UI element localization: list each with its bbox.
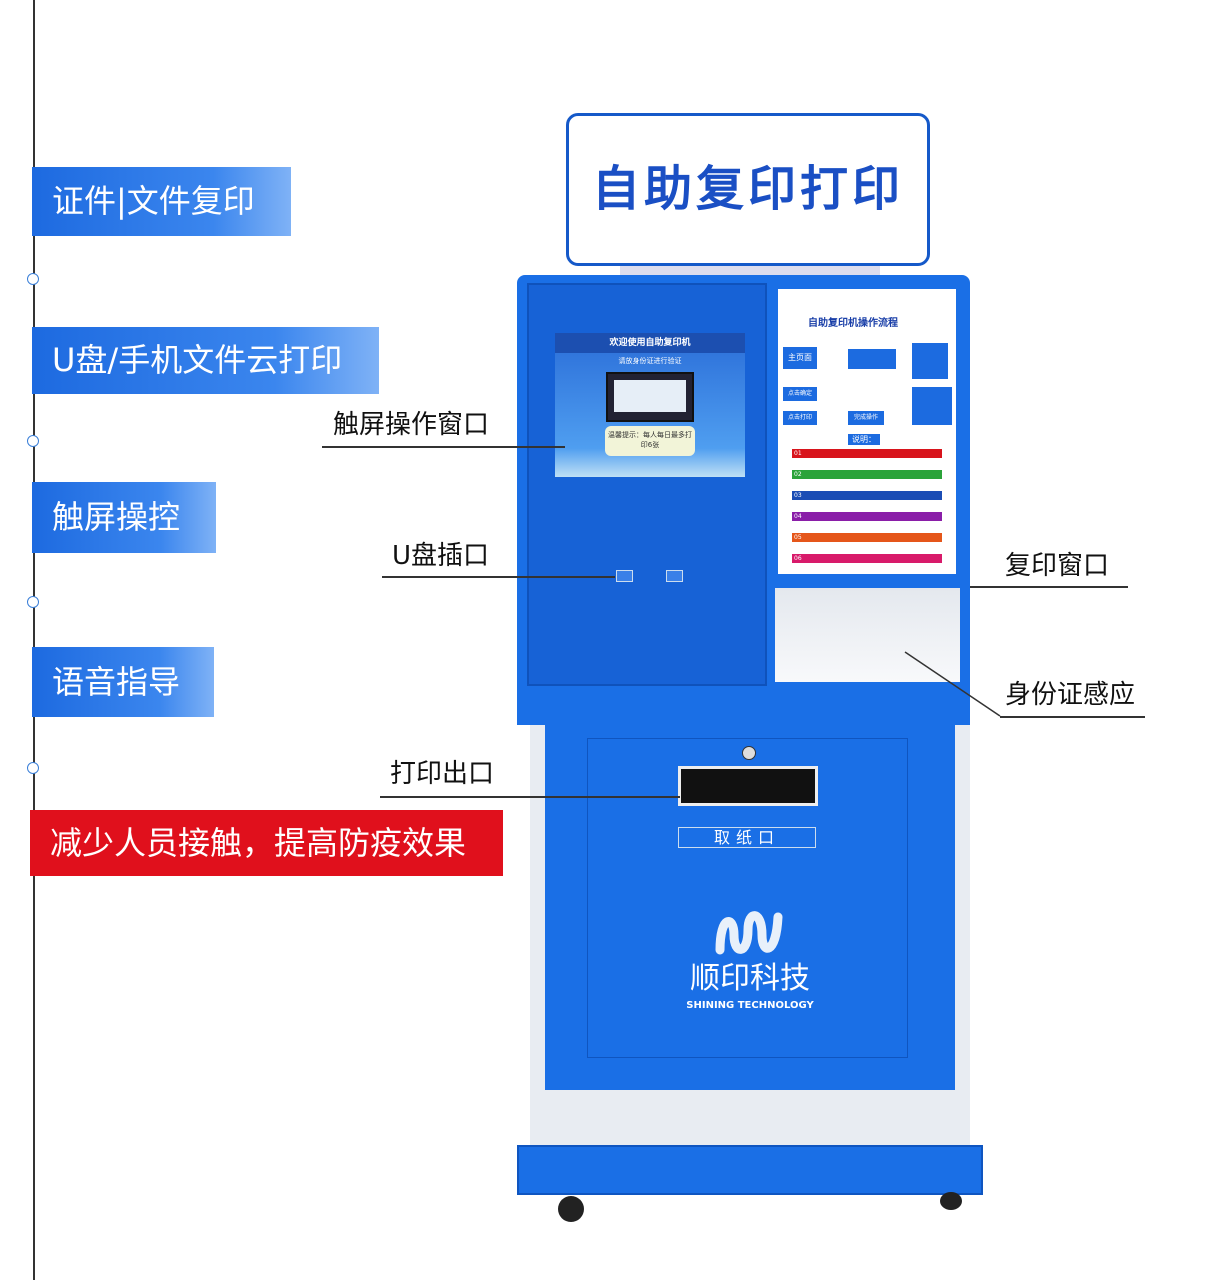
- callout-print-exit: 打印出口: [390, 759, 495, 789]
- brand-logo-icon: [715, 911, 783, 955]
- usb-port[interactable]: [616, 570, 633, 582]
- step-badge: 06: [792, 554, 942, 563]
- flow-box: 完成操作: [848, 411, 884, 425]
- step-badge: 01: [792, 449, 942, 458]
- screen-subtitle: 请放身份证进行验证: [618, 357, 682, 365]
- callout-touch-window: 触屏操作窗口: [333, 410, 490, 440]
- step-badge: 05: [792, 533, 942, 542]
- wheel: [558, 1196, 584, 1222]
- card-title: 自助复印机操作流程: [808, 318, 898, 329]
- timeline-dot: [27, 762, 39, 774]
- step-badge: 04: [792, 512, 942, 521]
- brand-name: 顺印科技: [690, 961, 810, 996]
- brand-name-en: SHINING TECHNOLOGY: [686, 1000, 814, 1011]
- flow-box: 主页面: [783, 347, 817, 369]
- flow-box: [848, 349, 896, 369]
- feature-label: 证件|文件复印: [32, 167, 291, 236]
- screen-title: 欢迎使用自助复印机: [555, 333, 745, 353]
- paper-exit-label: 取纸口: [678, 827, 816, 848]
- sign-post: [620, 266, 880, 275]
- flow-box: 点击确定: [783, 387, 817, 401]
- callout-line: [380, 796, 680, 798]
- feature-label: 语音指导: [32, 647, 214, 717]
- timeline-dot: [27, 435, 39, 447]
- kiosk-base: [517, 1145, 983, 1195]
- callout-usb-port: U盘插口: [392, 541, 490, 571]
- copy-window[interactable]: [775, 588, 960, 682]
- step-badge: 03: [792, 491, 942, 500]
- flow-box: [912, 343, 948, 379]
- callout-line: [1000, 716, 1145, 718]
- lock-icon: [742, 746, 756, 760]
- notes-label: 说明：: [848, 434, 880, 445]
- flow-box: [912, 387, 952, 425]
- wheel: [940, 1192, 962, 1210]
- timeline-dot: [27, 273, 39, 285]
- callout-line: [382, 576, 615, 578]
- timeline-dot: [27, 596, 39, 608]
- timeline-line: [33, 0, 35, 1280]
- callout-copy-window: 复印窗口: [1005, 551, 1110, 581]
- id-card-illustration: [606, 372, 694, 422]
- instruction-card: 自助复印机操作流程 主页面 点击确定 点击打印 完成操作 说明： 01 02 0…: [772, 283, 962, 580]
- callout-line: [904, 651, 1001, 717]
- feature-label: U盘/手机文件云打印: [32, 327, 379, 394]
- print-exit-slot[interactable]: [678, 766, 818, 806]
- flow-box: 点击打印: [783, 411, 817, 425]
- promo-banner: 减少人员接触，提高防疫效果: [30, 810, 503, 876]
- step-badge: 02: [792, 470, 942, 479]
- touch-screen[interactable]: 欢迎使用自助复印机 请放身份证进行验证 温馨提示：每人每日最多打印6张: [555, 333, 745, 477]
- callout-id-sensor: 身份证感应: [1005, 680, 1136, 710]
- feature-label: 触屏操控: [32, 482, 216, 553]
- kiosk-sign: 自助复印打印: [566, 113, 930, 266]
- screen-tip: 温馨提示：每人每日最多打印6张: [605, 426, 695, 456]
- callout-line: [322, 446, 565, 448]
- callout-line: [970, 586, 1128, 588]
- usb-port[interactable]: [666, 570, 683, 582]
